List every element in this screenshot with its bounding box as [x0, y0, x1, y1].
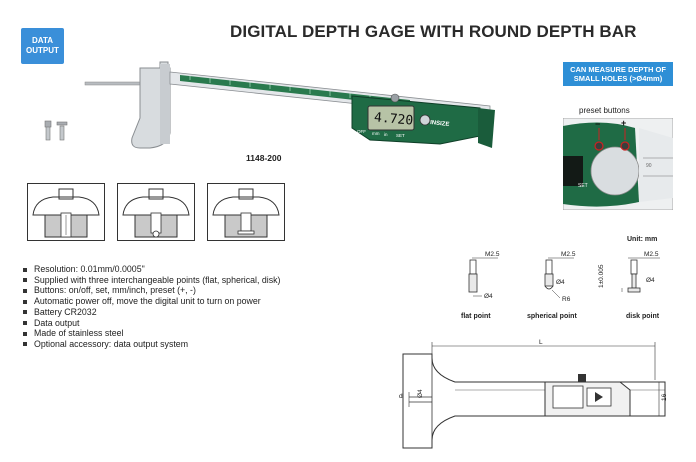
feature-item: Supplied with three interchangeable poin…: [22, 275, 280, 286]
disk-point-height: 1±0.005: [598, 264, 605, 288]
badge-line-1: DATA: [31, 36, 54, 45]
small-holes-note: CAN MEASURE DEPTH OF SMALL HOLES (>Ø4mm): [563, 62, 673, 86]
point-diagram-disk: [207, 183, 285, 241]
depth-gage-photo: [84, 61, 495, 149]
feature-item: Automatic power off, move the digital un…: [22, 296, 280, 307]
technical-drawing: [402, 342, 666, 449]
button-mm-label: mm: [372, 131, 380, 136]
point-diagram-spherical: [117, 183, 195, 241]
feature-item: Resolution: 0.01mm/0.0005": [22, 264, 280, 275]
spherical-point-drawing: [544, 257, 574, 299]
button-off-label: OFF: [357, 129, 366, 134]
disk-point-dia: Ø4: [646, 277, 655, 284]
page-title: DIGITAL DEPTH GAGE WITH ROUND DEPTH BAR: [230, 22, 637, 41]
preset-buttons-title: preset buttons: [579, 106, 630, 115]
flat-point-label: flat point: [461, 313, 491, 320]
feature-item: Buttons: on/off, set, mm/inch, preset (+…: [22, 285, 280, 296]
data-output-badge: DATA OUTPUT: [21, 28, 64, 64]
badge-line-2: OUTPUT: [26, 46, 59, 55]
feature-item: Optional accessory: data output system: [22, 339, 280, 350]
point-diagram-flat: [27, 183, 105, 241]
feature-item: Data output: [22, 318, 280, 329]
preset-buttons-photo: [563, 118, 673, 210]
drawing-length-label: L: [539, 339, 543, 346]
feature-item: Made of stainless steel: [22, 328, 280, 339]
disk-point-drawing: [621, 257, 660, 293]
unit-label: Unit: mm: [627, 236, 658, 243]
disk-point-thread: M2.5: [644, 251, 659, 258]
note-line-1: CAN MEASURE DEPTH OF: [570, 65, 666, 74]
preset-set-label: SET: [578, 183, 588, 189]
button-set-label: SET: [396, 133, 405, 138]
spherical-point-thread: M2.5: [561, 251, 576, 258]
button-in-label: in: [384, 132, 388, 137]
flat-point-dia: Ø4: [484, 293, 493, 300]
spherical-point-radius: R6: [562, 296, 571, 303]
flat-point-thread: M2.5: [485, 251, 500, 258]
points-photo: [44, 120, 68, 141]
model-number: 1148-200: [246, 153, 282, 163]
note-line-2: SMALL HOLES (>Ø4mm): [573, 74, 663, 83]
flat-point-drawing: [468, 257, 498, 297]
preset-plus-label: +: [621, 118, 627, 128]
spherical-point-dia: Ø4: [556, 279, 565, 286]
disk-point-label: disk point: [626, 313, 660, 320]
spherical-point-label: spherical point: [527, 313, 577, 320]
drawing-width-label: 16: [661, 393, 668, 401]
feature-item: Battery CR2032: [22, 307, 280, 318]
drawing-dia-label: Ø4: [417, 389, 424, 398]
preset-minus-label: −: [595, 119, 601, 129]
preset-scale-value: 90: [646, 163, 652, 169]
feature-list: Resolution: 0.01mm/0.0005" Supplied with…: [22, 264, 280, 350]
drawing-diameter-label: d: [399, 393, 403, 400]
